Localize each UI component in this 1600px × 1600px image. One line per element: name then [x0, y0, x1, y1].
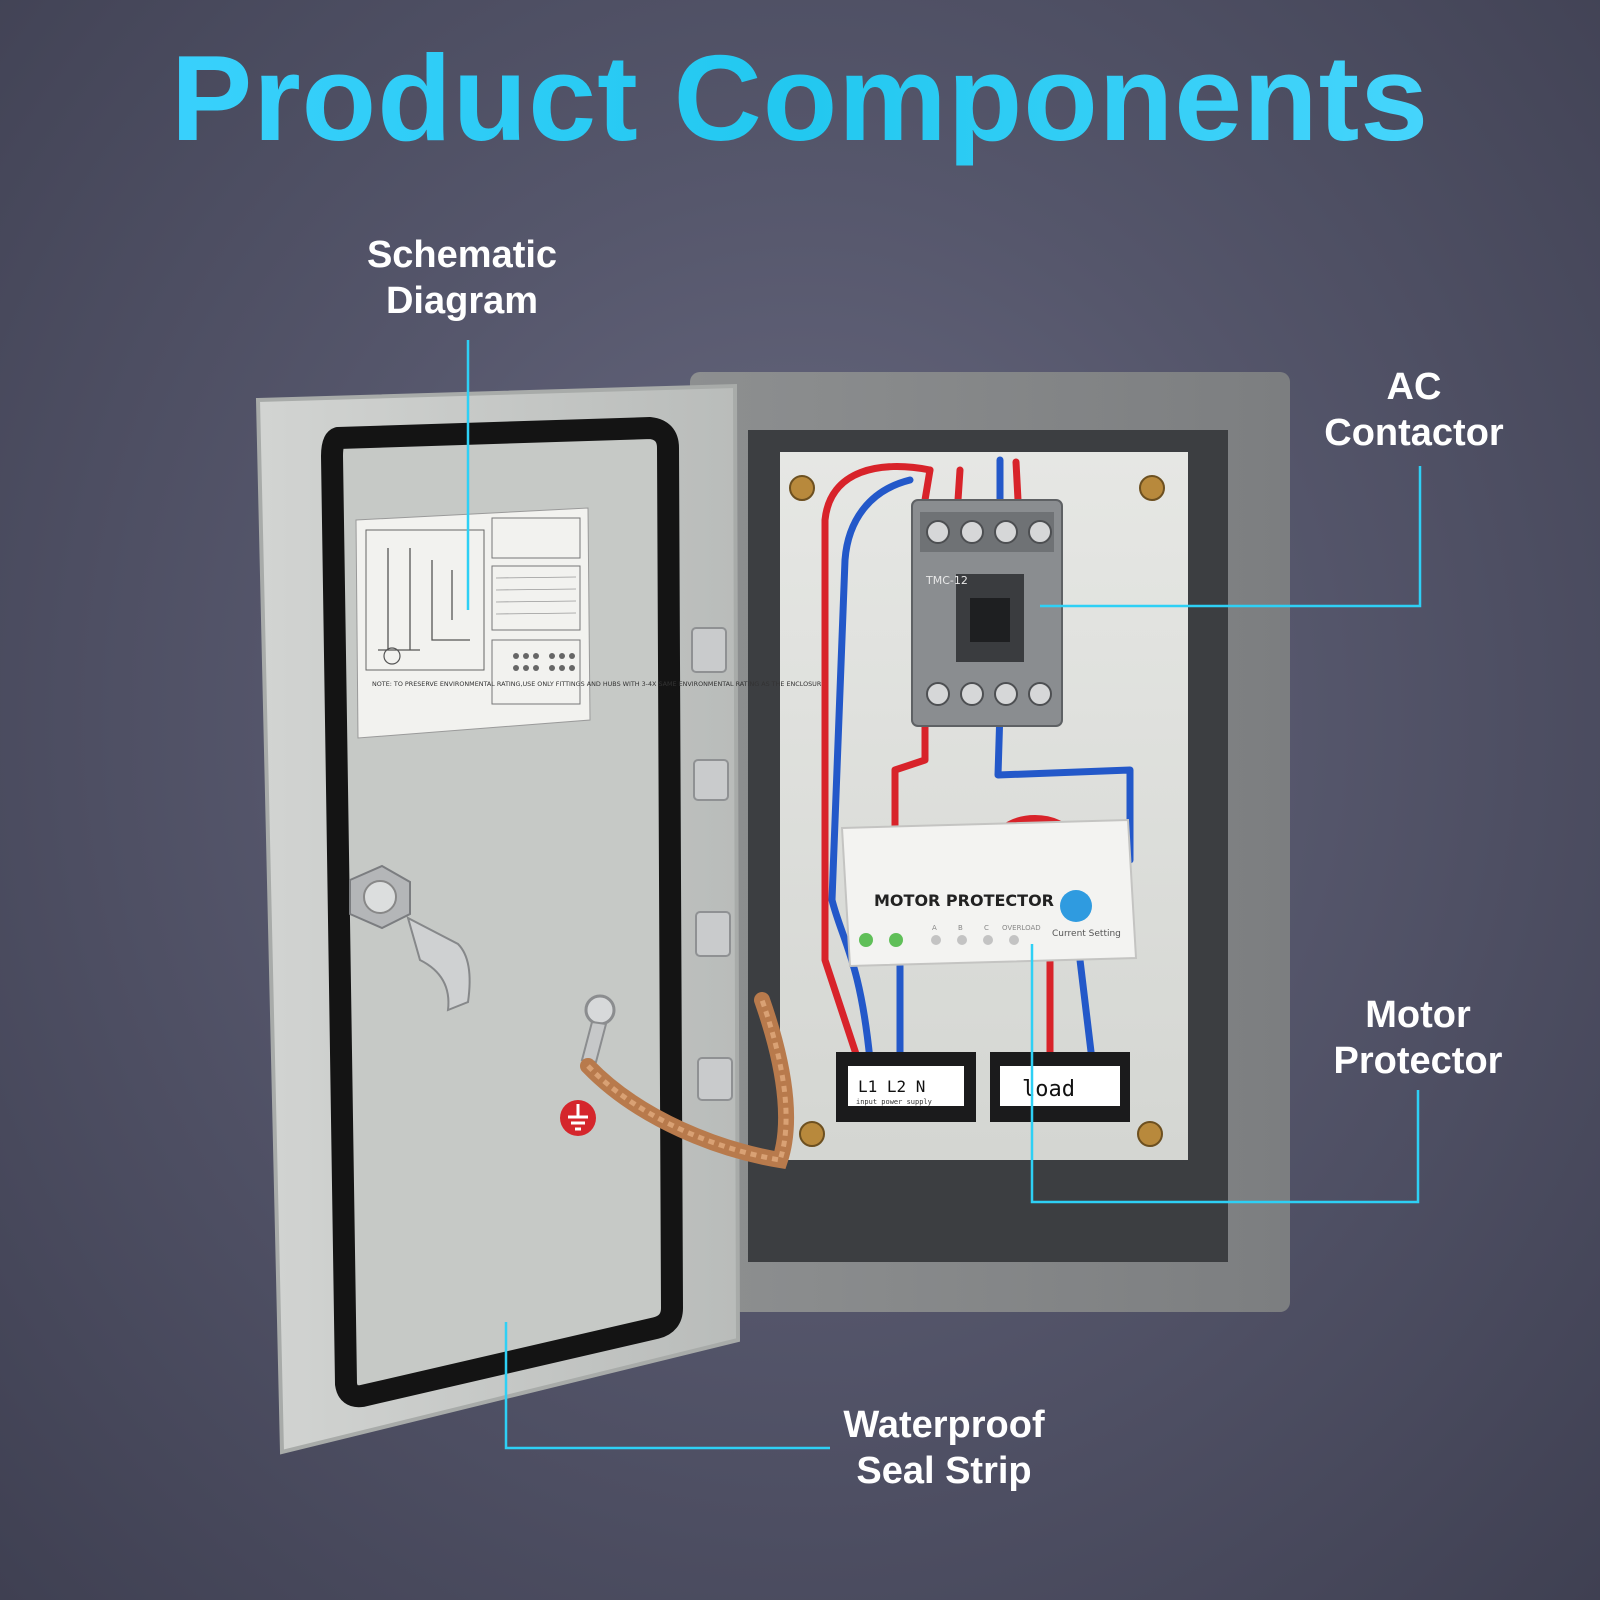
protector-label: MOTOR PROTECTOR: [874, 891, 1054, 910]
ac-contactor: TMC-12: [911, 499, 1063, 727]
callout-schematic-line2: Diagram: [385, 280, 539, 322]
protector-led-b: B: [958, 924, 963, 932]
mounting-bolts: [789, 475, 1165, 1147]
door-lock-icon: [349, 864, 471, 1012]
input-terminal-block: L1 L2 N input power supply: [836, 1052, 976, 1122]
callout-protector-line2: Protector: [1333, 1040, 1503, 1082]
protector-leader: [1030, 944, 1420, 1204]
input-terminal-caption: input power supply: [856, 1098, 932, 1106]
protector-dial-label: Current Setting: [1052, 929, 1121, 939]
callout-schematic-diagram: Schematic Diagram: [340, 232, 584, 324]
page-title: Product Components: [0, 28, 1600, 168]
contactor-model: TMC-12: [925, 574, 968, 587]
callout-leaders: [466, 340, 1422, 1450]
door-hinges: [691, 627, 733, 1101]
callout-ac-contactor: AC Contactor: [1302, 364, 1526, 456]
motor-protector: MOTOR PROTECTOR Current Setting A B C OV…: [840, 818, 1138, 968]
callout-protector-line1: Motor: [1365, 994, 1471, 1036]
callout-seal-line2: Seal Strip: [856, 1450, 1032, 1492]
contactor-leader: [1040, 466, 1422, 608]
callout-seal-line1: Waterproof: [843, 1404, 1045, 1446]
callout-motor-protector: Motor Protector: [1306, 992, 1530, 1084]
seal-leader: [504, 1322, 830, 1450]
protector-led-c: C: [984, 924, 989, 932]
load-terminal-label: load: [1022, 1077, 1075, 1102]
callout-contactor-line1: AC: [1386, 366, 1442, 408]
callout-contactor-line2: Contactor: [1324, 412, 1504, 454]
protector-led-a: A: [932, 924, 937, 932]
load-terminal-block: load: [990, 1052, 1130, 1122]
callout-waterproof-seal-strip: Waterproof Seal Strip: [820, 1402, 1068, 1494]
waterproof-seal-strip: [321, 417, 683, 1408]
ground-strap: [580, 992, 795, 1170]
door-note: NOTE: TO PRESERVE ENVIRONMENTAL RATING,U…: [372, 680, 825, 688]
input-terminal-labels: L1 L2 N: [858, 1077, 925, 1096]
protector-led-overload: OVERLOAD: [1002, 924, 1041, 932]
schematic-diagram-sticker: NOTE: TO PRESERVE ENVIRONMENTAL RATING,U…: [355, 507, 825, 739]
ground-symbol-icon: [560, 1100, 596, 1136]
callout-schematic-line1: Schematic: [366, 234, 558, 276]
